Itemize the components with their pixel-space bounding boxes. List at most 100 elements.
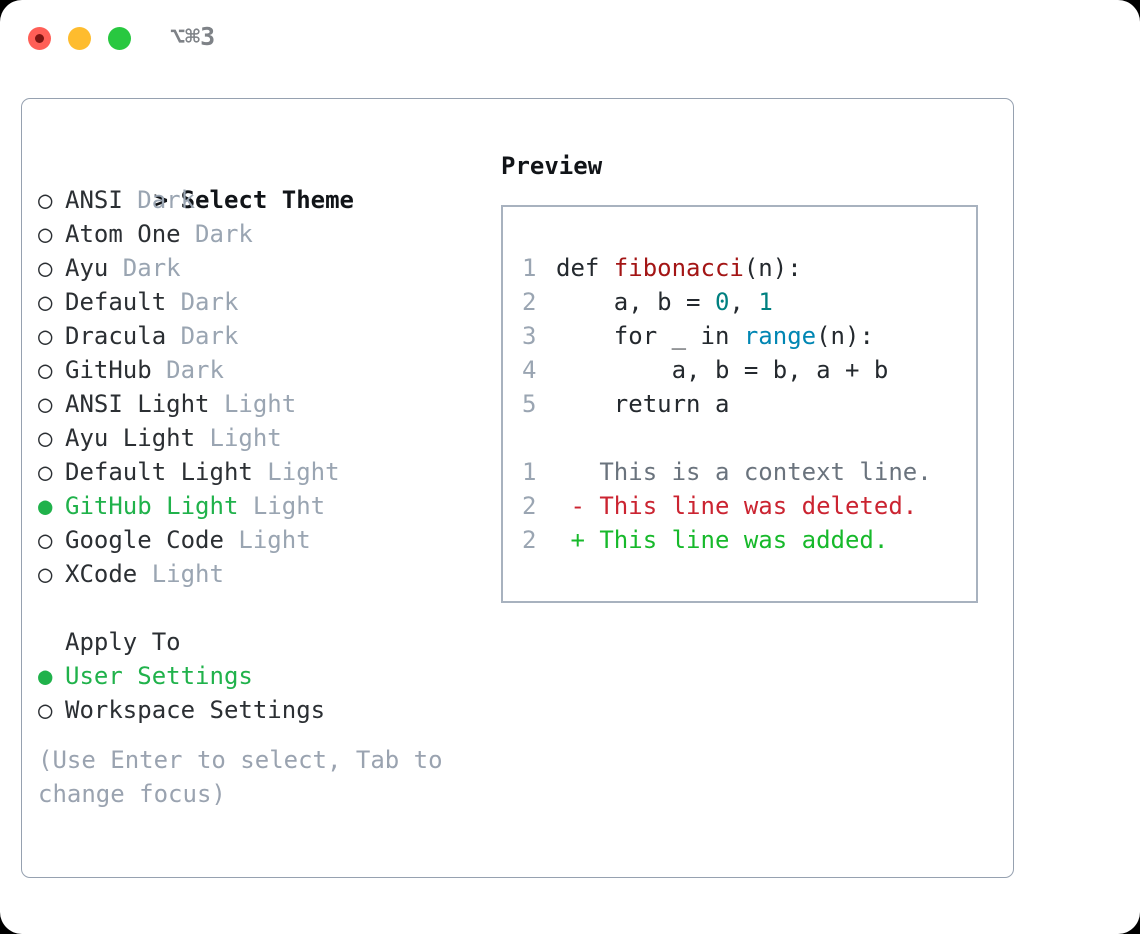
keyboard-shortcut-label: ⌥⌘3 <box>170 22 216 51</box>
theme-option-label: Atom One <box>65 220 181 248</box>
line-number: 5 <box>522 390 537 418</box>
theme-option-label: Dracula <box>65 322 167 350</box>
radio-unselected-icon: ○ <box>38 322 53 350</box>
code-token-func: fibonacci <box>613 254 744 282</box>
radio-unselected-icon: ○ <box>38 526 53 554</box>
apply-to-list: ● User Settings ○Workspace Settings <box>38 659 488 727</box>
minimize-button-icon[interactable] <box>68 27 91 50</box>
apply-to-option[interactable]: ○Workspace Settings <box>38 693 488 727</box>
theme-option-label: GitHub Light <box>65 492 239 520</box>
code-token-plain: (n): <box>743 254 802 282</box>
theme-option-badge: Dark <box>108 254 181 282</box>
theme-option-badge: Dark <box>151 356 224 384</box>
close-button-icon[interactable] <box>28 27 51 50</box>
theme-list: ○ANSI Dark○Atom One Dark○Ayu Dark○Defaul… <box>38 183 488 591</box>
code-token-plain: def <box>556 254 614 282</box>
theme-option[interactable]: ○ ANSI Dark <box>38 183 488 217</box>
theme-option-badge: Light <box>223 526 311 554</box>
radio-unselected-icon: ○ <box>38 220 53 248</box>
theme-option-badge: Light <box>137 560 224 588</box>
theme-option[interactable]: ○ Default Dark <box>38 285 488 319</box>
code-line: 2 a, b = 0, 1 <box>503 285 976 319</box>
theme-option-label: Ayu Light <box>65 424 196 452</box>
theme-option-label: GitHub <box>65 356 152 384</box>
theme-picker-title: Select Theme <box>180 186 354 214</box>
theme-option-label: XCode <box>65 560 138 588</box>
theme-option[interactable]: ○ Ayu Light Light <box>38 421 488 455</box>
theme-option-badge: Dark <box>166 288 239 316</box>
code-token-plain: (n): <box>816 322 874 350</box>
theme-option-badge: Light <box>209 390 297 418</box>
radio-selected-icon: ● <box>38 492 53 520</box>
radio-unselected-icon: ○ <box>38 560 53 588</box>
theme-option[interactable]: ○ Google Code Light <box>38 523 488 557</box>
theme-option[interactable]: ○ XCode Light <box>38 557 488 591</box>
code-token-num: 1 <box>758 288 773 316</box>
theme-option[interactable]: ○ GitHub Dark <box>38 353 488 387</box>
list-spacer <box>38 591 488 625</box>
theme-option[interactable]: ○ Default Light Light <box>38 455 488 489</box>
theme-option-label: Default <box>65 288 167 316</box>
preview-title: Preview <box>501 152 603 180</box>
apply-to-title: Apply To <box>65 628 181 656</box>
code-token-builtin: range <box>743 322 817 350</box>
title-bar: ⌥⌘3 <box>0 0 1140 76</box>
diff-line-number: 2 <box>522 526 537 554</box>
diff-line-number: 1 <box>522 458 537 486</box>
code-line: 1 def fibonacci(n): <box>503 251 976 285</box>
diff-line-number: 2 <box>522 492 537 520</box>
diff-line-text: + This line was added. <box>556 526 889 554</box>
theme-option-label: Google Code <box>65 526 224 554</box>
code-line: 5 return a <box>503 387 976 421</box>
theme-option-label: ANSI <box>65 186 123 214</box>
theme-option[interactable]: ○Dracula Dark <box>38 319 488 353</box>
diff-preview: 1 This is a context line.2 - This line w… <box>503 455 976 557</box>
theme-picker-header: > Select Theme <box>38 149 488 214</box>
radio-unselected-icon: ○ <box>38 356 53 384</box>
diff-line: 1 This is a context line. <box>503 455 976 489</box>
theme-option[interactable]: ○ ANSI Light Light <box>38 387 488 421</box>
theme-option-badge: Light <box>252 458 340 486</box>
line-number: 3 <box>522 322 537 350</box>
radio-unselected-icon: ○ <box>38 254 53 282</box>
diff-line-text: This is a context line. <box>556 458 932 486</box>
theme-option-badge: Light <box>195 424 282 452</box>
code-token-plain: a, b = <box>556 288 715 316</box>
code-token-plain: , <box>729 288 759 316</box>
apply-to-option-label: User Settings <box>65 662 253 690</box>
code-token-plain: for _ in <box>556 322 744 350</box>
theme-option[interactable]: ● GitHub Light Light <box>38 489 488 523</box>
theme-option-label: Default Light <box>65 458 253 486</box>
diff-line: 2 - This line was deleted. <box>503 489 976 523</box>
radio-unselected-icon: ○ <box>38 288 53 316</box>
radio-unselected-icon: ○ <box>38 390 53 418</box>
code-token-plain: a, b = b, a + b <box>556 356 889 384</box>
maximize-button-icon[interactable] <box>108 27 131 50</box>
radio-unselected-icon: ○ <box>38 186 53 214</box>
radio-unselected-icon: ○ <box>38 458 53 486</box>
code-token-plain: return a <box>556 390 730 418</box>
code-line: 4 a, b = b, a + b <box>503 353 976 387</box>
radio-unselected-icon: ○ <box>38 424 53 452</box>
diff-line: 2 + This line was added. <box>503 523 976 557</box>
theme-option[interactable]: ○ Atom One Dark <box>38 217 488 251</box>
line-number: 4 <box>522 356 537 384</box>
theme-option-badge: Dark <box>180 220 253 248</box>
line-number: 1 <box>522 254 537 282</box>
theme-option-badge: Light <box>238 492 326 520</box>
diff-line-text: - This line was deleted. <box>556 492 918 520</box>
theme-picker-column: >Select Theme ○ANSI Dark○Atom One Dark○A… <box>38 149 488 811</box>
preview-gap <box>503 421 976 455</box>
theme-option[interactable]: ○Ayu Dark <box>38 251 488 285</box>
code-line: 3 for _ in range(n): <box>503 319 976 353</box>
line-number: 2 <box>522 288 537 316</box>
theme-option-badge: Dark <box>122 186 196 214</box>
apply-to-option[interactable]: ● User Settings <box>38 659 488 693</box>
radio-selected-icon: ● <box>38 662 53 690</box>
theme-option-label: ANSI Light <box>65 390 210 418</box>
prompt-caret-icon: > <box>153 186 169 214</box>
